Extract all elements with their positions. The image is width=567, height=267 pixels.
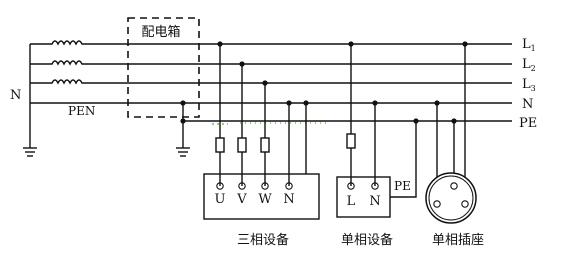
fuse-l: [346, 133, 356, 149]
line-labels: L1 L2 L3 N PE: [519, 37, 537, 131]
winding-1: [30, 40, 88, 46]
three-phase-equipment-box: [203, 173, 320, 220]
single-phase-socket: [425, 172, 477, 224]
fuse-w: [260, 137, 270, 153]
transformer-windings: [29, 40, 88, 148]
three-phase-caption: 三相设备: [237, 232, 289, 248]
green-noise: [212, 122, 330, 125]
terminal-l-label: L: [347, 194, 356, 209]
terminal-w-label: W: [258, 192, 272, 207]
terminal-n-label: N: [283, 192, 294, 207]
junction-dot: [180, 118, 186, 124]
fuse-v: [237, 137, 247, 153]
pen-split: [180, 100, 230, 148]
single-phase-caption: 单相设备: [341, 232, 393, 248]
three-phase-drops: [215, 41, 309, 186]
distribution-box-label: 配电箱: [141, 24, 180, 40]
distribution-box-label-bg: [133, 22, 189, 39]
box-ground-symbol: [176, 147, 190, 157]
single-phase-equipment-box: [336, 176, 391, 218]
line-label-l2: L2: [522, 57, 536, 73]
single-phase-pe-label: PE: [394, 179, 411, 193]
main-conductors: [30, 43, 512, 122]
line-label-l1: L1: [522, 37, 536, 53]
pe-lead-single-phase: [390, 121, 417, 198]
socket-caption: 单相插座: [432, 233, 484, 248]
line-label-pe: PE: [519, 116, 537, 131]
pen-label: PEN: [68, 104, 95, 118]
terminal-n-label: N: [369, 194, 380, 209]
socket-neutral-pin: [433, 200, 441, 208]
distribution-box: [127, 17, 200, 118]
single-phase-drops: [346, 41, 419, 198]
winding-2: [30, 60, 88, 66]
line-label-n: N: [522, 97, 533, 112]
source-n-label: N: [10, 88, 21, 103]
terminal-v-label: V: [236, 192, 247, 207]
junction-dot: [180, 100, 186, 106]
winding-3: [30, 79, 88, 85]
socket-live-pin: [461, 200, 469, 208]
line-label-l3: L3: [522, 77, 536, 93]
three-phase-terminals: [216, 182, 293, 190]
fuse-u: [215, 137, 225, 153]
source-ground-symbol: [23, 147, 37, 157]
socket-earth-pin: [450, 182, 458, 190]
terminal-u-label: U: [215, 192, 226, 207]
